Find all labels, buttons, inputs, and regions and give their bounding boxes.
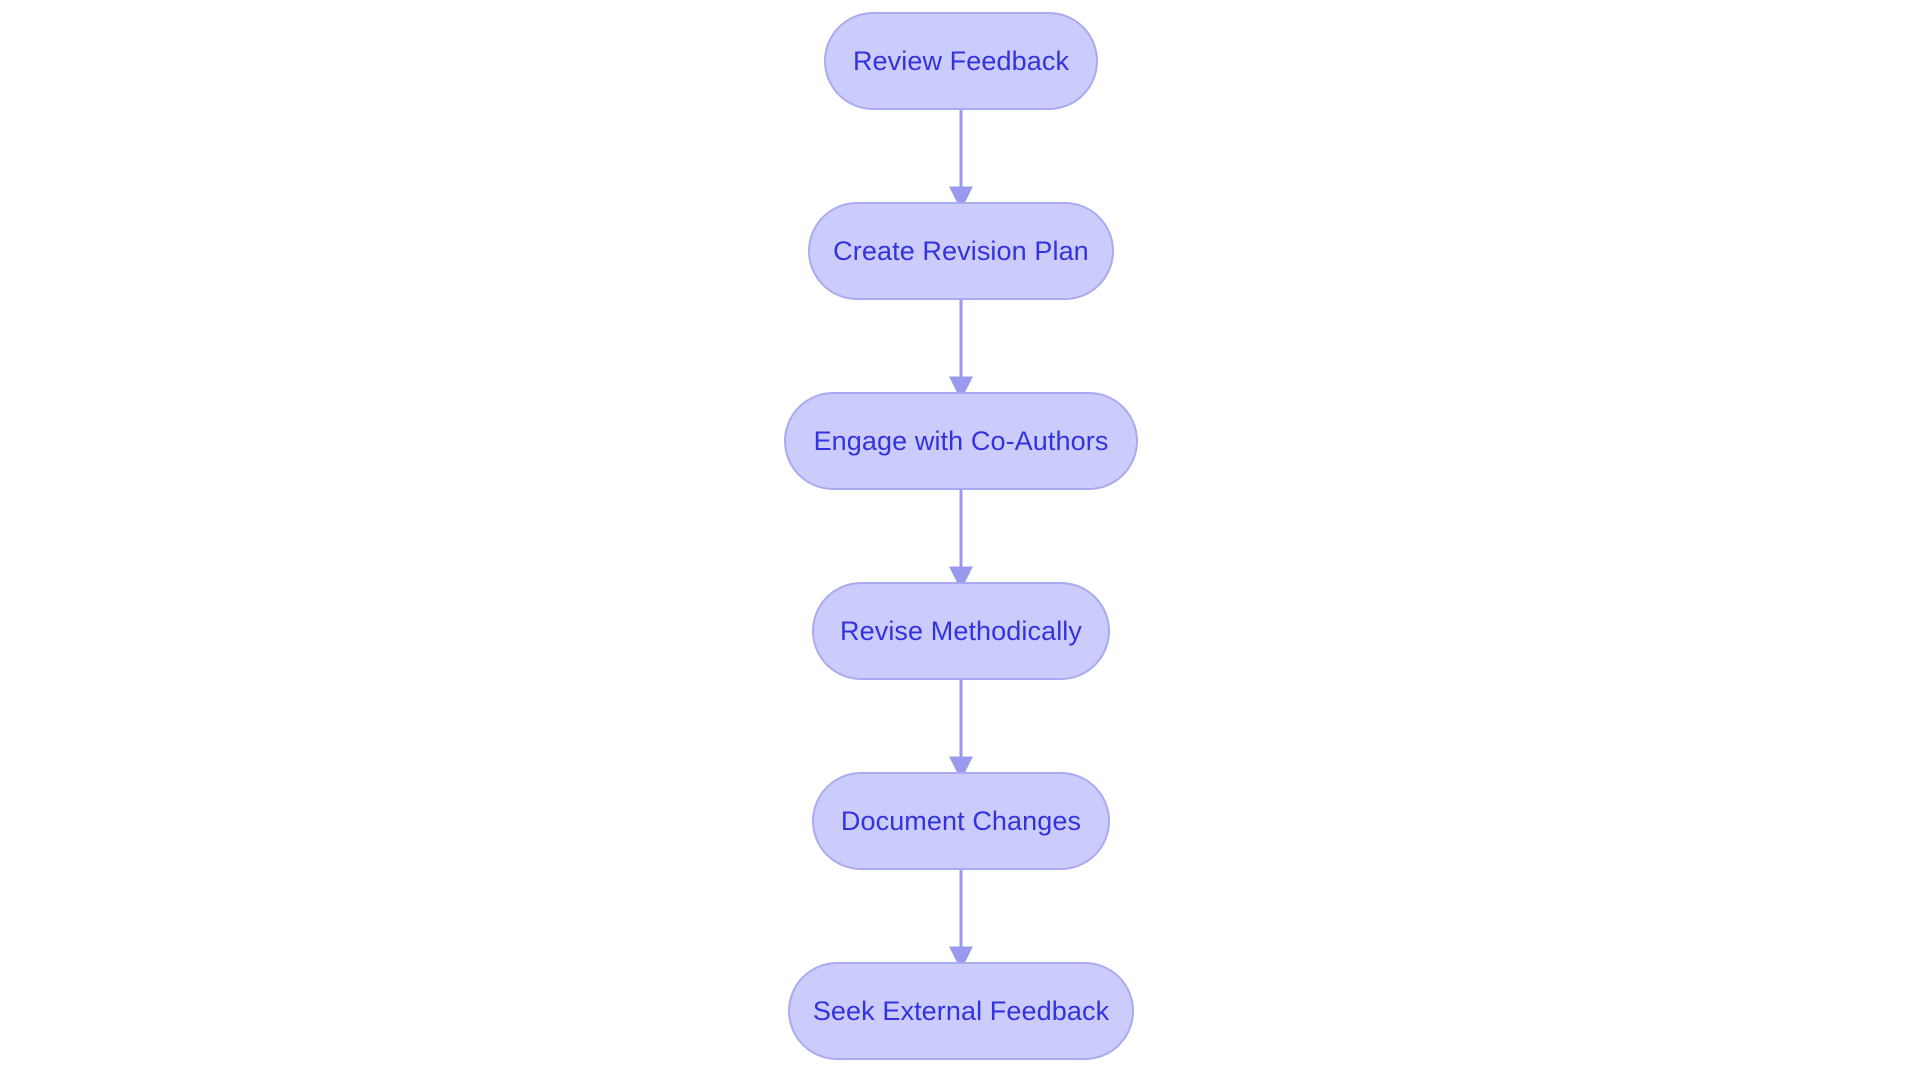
flow-node-create-revision-plan[interactable]: Create Revision Plan <box>808 202 1114 300</box>
flow-node-document-changes[interactable]: Document Changes <box>812 772 1110 870</box>
flow-node-label: Seek External Feedback <box>812 995 1110 1026</box>
flow-node-label: Engage with Co-Authors <box>813 425 1109 456</box>
flow-node-label: Create Revision Plan <box>833 235 1089 266</box>
flow-node-label: Review Feedback <box>852 45 1070 76</box>
flow-node-label: Revise Methodically <box>840 615 1082 646</box>
flow-node-seek-external-feedback[interactable]: Seek External Feedback <box>788 962 1134 1060</box>
flow-node-review-feedback[interactable]: Review Feedback <box>824 12 1098 110</box>
flow-node-engage-with-co-authors[interactable]: Engage with Co-Authors <box>784 392 1138 490</box>
flow-node-label: Document Changes <box>840 805 1082 836</box>
flow-node-revise-methodically[interactable]: Revise Methodically <box>812 582 1110 680</box>
